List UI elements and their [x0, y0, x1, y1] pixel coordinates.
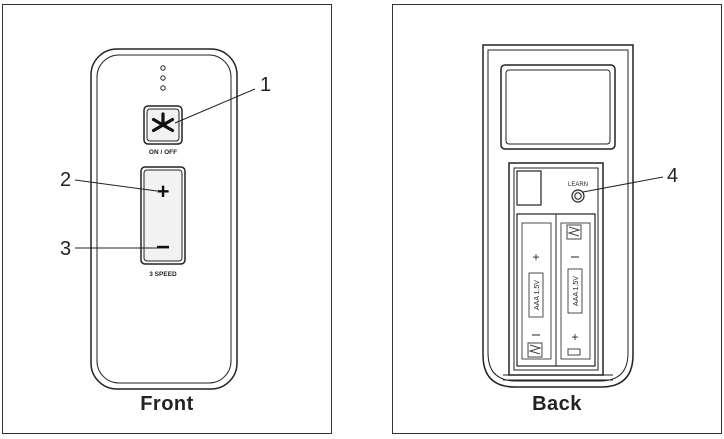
front-remote-drawing: ON / OFF + − 3 SPEED 1 2 3 [60, 48, 271, 390]
battery-label-box-right [567, 268, 583, 314]
callout-number-1: 1 [260, 74, 271, 96]
polarity-plus-left: + [532, 250, 539, 264]
battery-compartment-inner [513, 167, 599, 371]
speed-down-button[interactable]: − [156, 234, 170, 261]
remote-back-inner [487, 49, 629, 382]
battery-label-box-left [528, 272, 544, 318]
callout-number-4: 4 [667, 165, 678, 187]
battery-slot-right [560, 222, 591, 360]
speed-label: 3 SPEED [149, 271, 177, 278]
callout-number-2: 2 [60, 169, 71, 191]
callout-line-4 [582, 176, 664, 193]
spring-contact-top-right [566, 224, 582, 240]
polarity-plus-right: + [571, 330, 578, 344]
battery-label-right: AAA 1.5V [573, 276, 580, 306]
battery-slot-left [521, 222, 552, 360]
spring-contact-bottom-left [527, 342, 543, 358]
learn-button[interactable] [571, 189, 585, 203]
back-top-recess-inner [505, 69, 611, 145]
indicator-led-2 [160, 75, 166, 81]
back-caption: Back [532, 393, 582, 415]
remote-body-inner [96, 54, 232, 384]
compartment-latch [516, 170, 542, 206]
on-off-label: ON / OFF [149, 149, 177, 156]
on-off-button[interactable] [143, 105, 183, 145]
remote-back-outer [482, 44, 634, 388]
front-view-panel: ON / OFF + − 3 SPEED 1 2 3 Front [2, 4, 332, 434]
speed-rocker-button[interactable] [140, 166, 186, 265]
callout-number-3: 3 [60, 238, 71, 260]
back-top-recess [500, 64, 616, 150]
indicator-led-1 [160, 65, 166, 71]
callout-line-1 [174, 88, 256, 124]
fan-icon [151, 112, 175, 133]
indicator-led-3 [160, 85, 166, 91]
callout-line-2 [74, 179, 158, 192]
remote-body-outer [90, 48, 238, 390]
flat-contact-bottom-right [567, 348, 581, 356]
back-remote-drawing: LEARN + + AAA 1.5V AAA 1.5V [482, 44, 678, 388]
speed-up-button[interactable]: + [157, 179, 170, 204]
battery-label-left: AAA 1.5V [534, 280, 541, 310]
learn-label: LEARN [568, 182, 588, 188]
back-view-panel: LEARN + + AAA 1.5V AAA 1.5V [392, 4, 722, 434]
front-caption: Front [140, 393, 194, 415]
